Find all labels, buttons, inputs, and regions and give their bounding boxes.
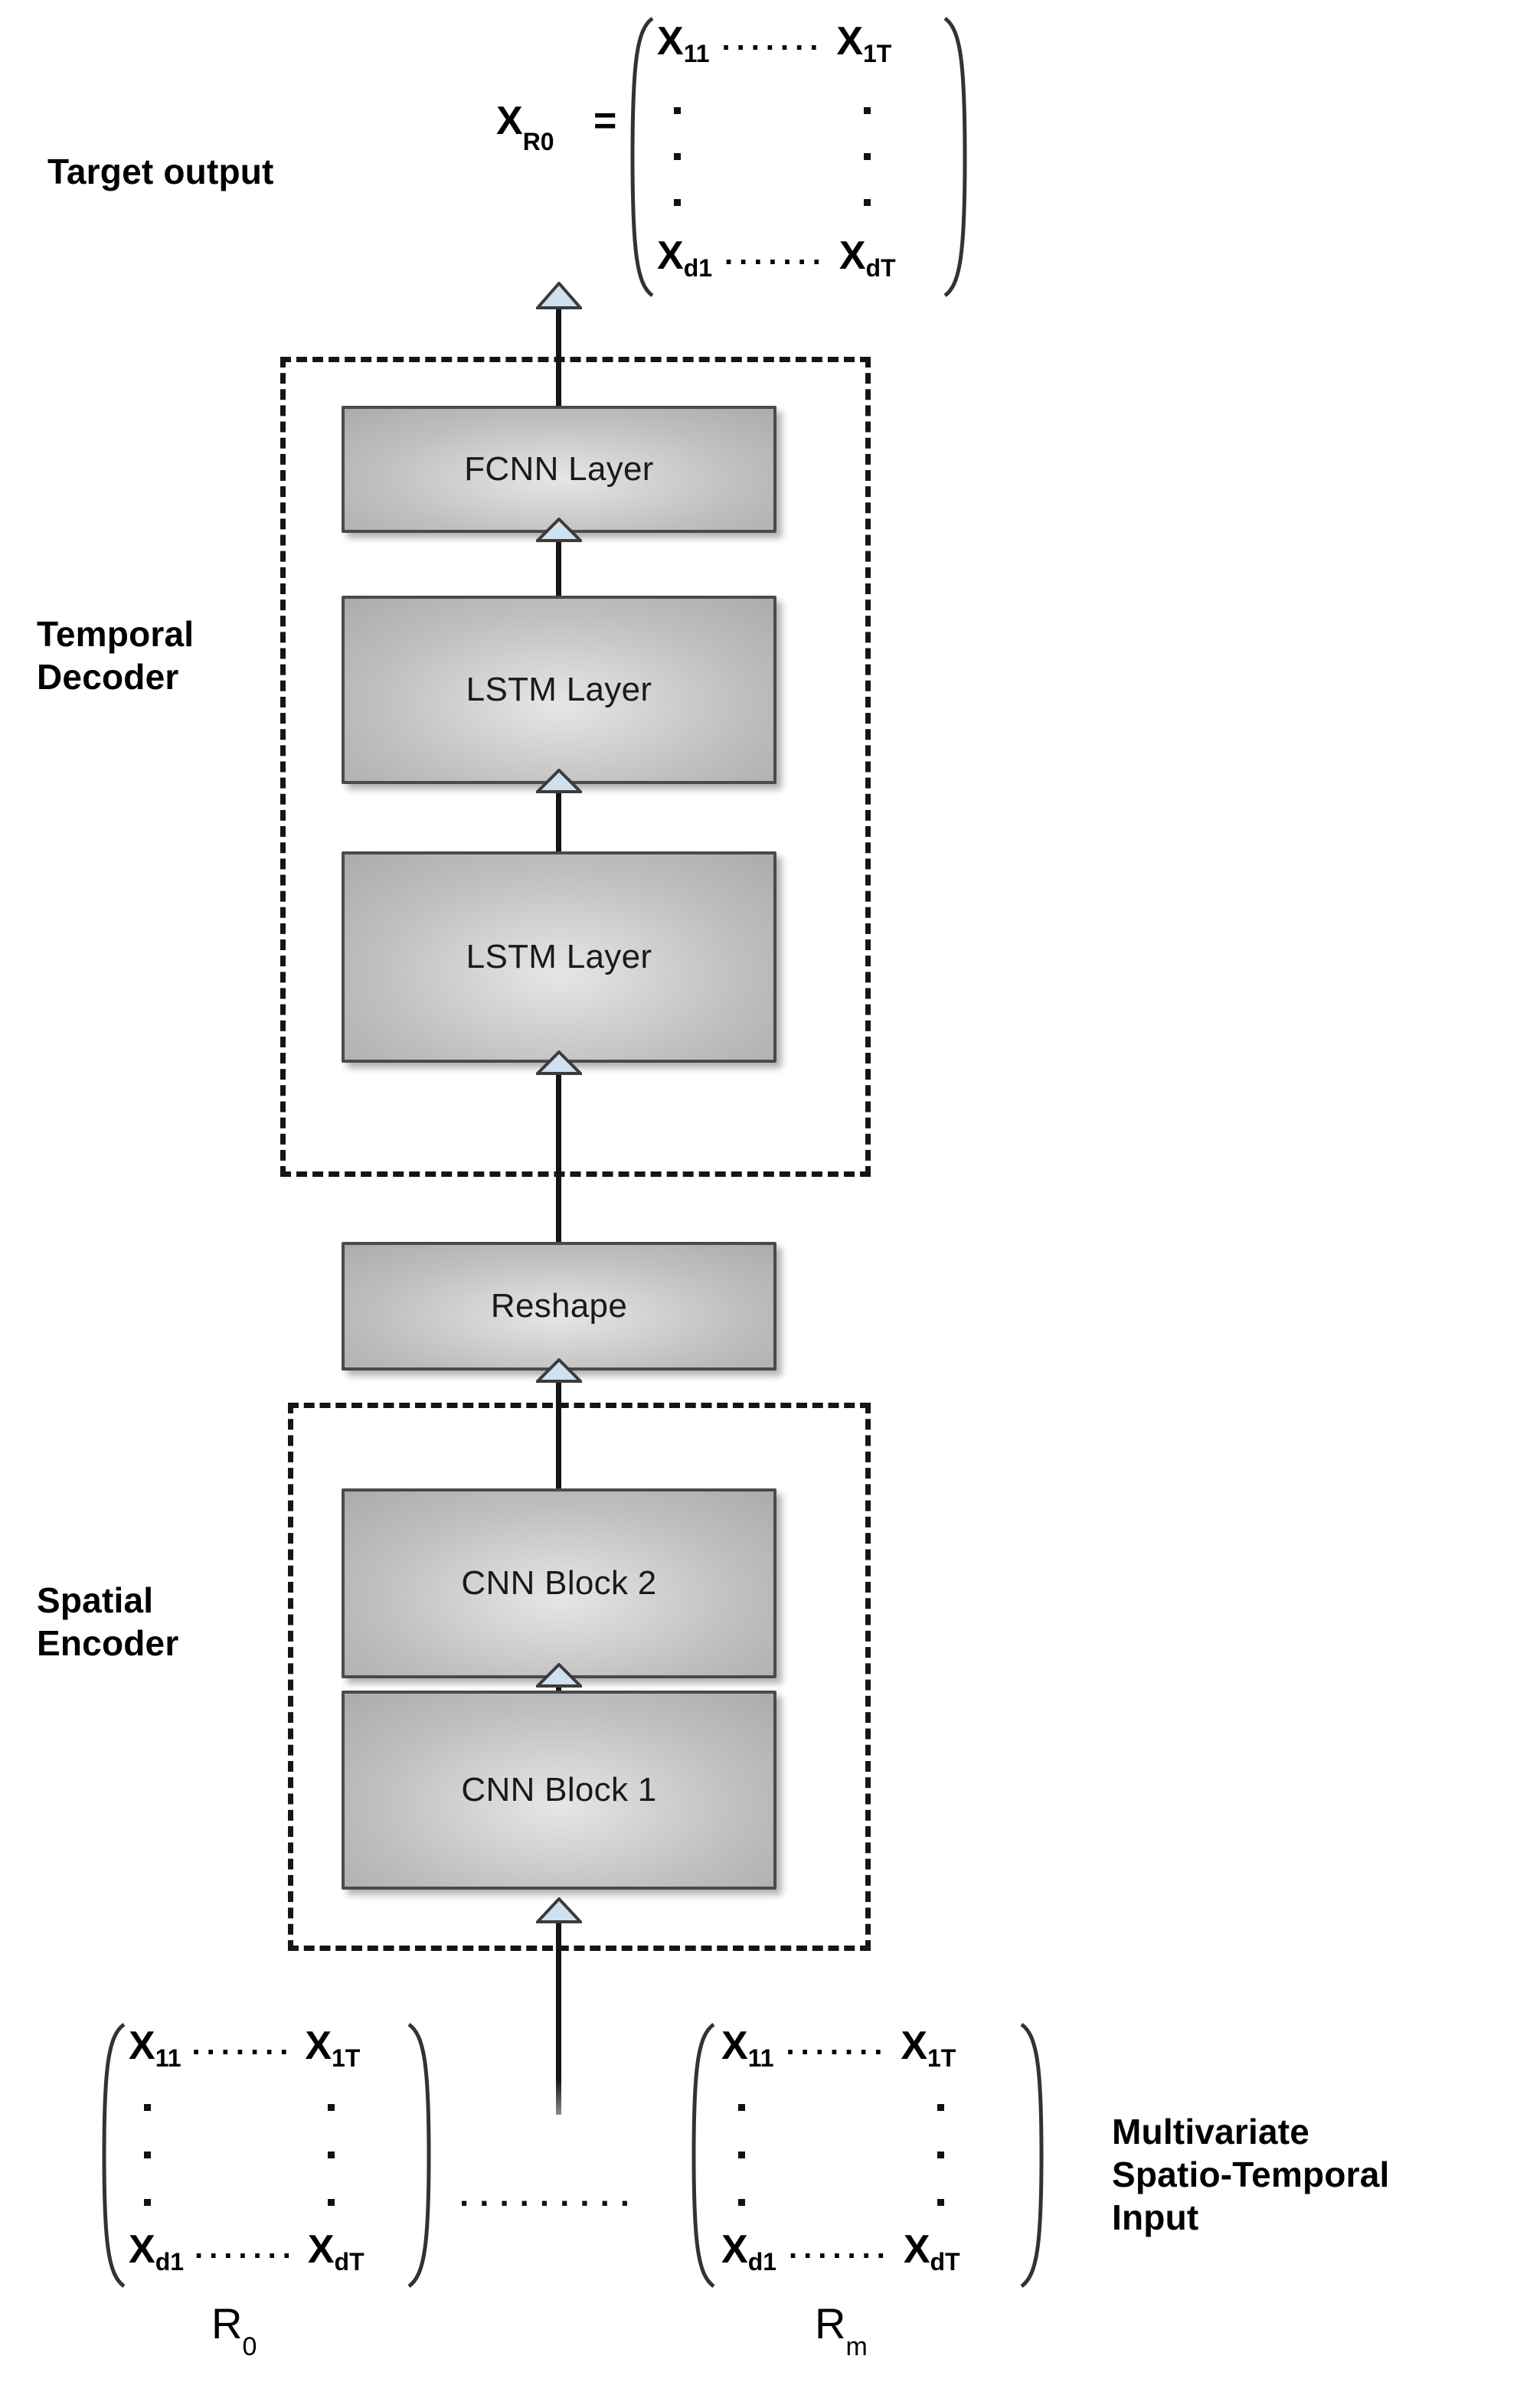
block-cnn-block-1[interactable]: CNN Block 1 <box>342 1691 776 1890</box>
input-matrix-r0: X11 ....... X1T Xd1 ....... XdT <box>98 2021 435 2289</box>
between-matrices-dots: ......... <box>459 2176 641 2214</box>
multivariate-input-label: Multivariate Spatio-Temporal Input <box>1112 2112 1390 2238</box>
matrix-col-dot <box>864 199 871 206</box>
matrix-row-dots-bottom: ....... <box>195 2231 297 2265</box>
matrix-row-dots-bottom: ....... <box>724 237 827 271</box>
matrix-row-dots-top: ....... <box>721 23 825 57</box>
matrix-right-bracket <box>1020 2021 1048 2289</box>
matrix-col-dot <box>738 2104 745 2111</box>
block-lstm-layer-upper[interactable]: LSTM Layer <box>342 596 776 784</box>
block-cnn-block-2-label: CNN Block 2 <box>461 1564 657 1602</box>
block-fcnn-layer-label: FCNN Layer <box>464 450 654 488</box>
arrowhead-lstm2-to-fcnn <box>536 518 582 542</box>
matrix-col-dot <box>144 2152 151 2158</box>
spatial-encoder-label: Spatial Encoder <box>37 1580 179 1664</box>
matrix-cell-bottom-left: Xd1 <box>721 2227 777 2276</box>
input-matrix-rm-caption: Rm <box>815 2299 868 2362</box>
matrix-col-dot <box>328 2152 335 2158</box>
matrix-col-dot <box>738 2199 745 2206</box>
matrix-col-dot <box>937 2199 944 2206</box>
block-cnn-block-1-label: CNN Block 1 <box>461 1771 657 1808</box>
matrix-cell-top-right: X1T <box>836 19 892 67</box>
spatial-encoder-group <box>288 1403 871 1951</box>
matrix-col-dot <box>144 2104 151 2111</box>
matrix-cell-bottom-right: XdT <box>307 2227 365 2276</box>
matrix-row-dots-bottom: ....... <box>789 2231 891 2265</box>
connector-input-to-cnn1 <box>556 1917 561 2115</box>
connector-lstm1-to-lstm2 <box>556 787 561 853</box>
arrowhead-cnn1-to-cnn2 <box>536 1663 582 1688</box>
block-reshape-label: Reshape <box>490 1287 628 1325</box>
matrix-cell-top-right: X1T <box>305 2024 361 2072</box>
matrix-col-dot <box>674 107 681 114</box>
matrix-row-dots-top: ....... <box>191 2027 295 2061</box>
target-output-matrix: X11 ....... X1T Xd1 ....... XdT <box>626 15 971 299</box>
matrix-col-dot <box>674 199 681 206</box>
temporal-decoder-group <box>280 357 871 1177</box>
matrix-col-dot <box>674 153 681 160</box>
output-matrix-subscript: R0 <box>522 128 554 156</box>
matrix-left-bracket <box>688 2021 715 2289</box>
matrix-left-bracket <box>98 2021 126 2289</box>
matrix-col-dot <box>144 2199 151 2206</box>
matrix-col-dot <box>738 2152 745 2158</box>
arrowhead-input-to-cnn1 <box>536 1897 582 1923</box>
arrowhead-lstm1-to-lstm2 <box>536 769 582 793</box>
target-output-label: Target output <box>47 152 274 191</box>
matrix-cell-top-left: X11 <box>657 19 710 67</box>
block-lstm-layer-upper-label: LSTM Layer <box>466 671 652 708</box>
connector-lstm2-to-fcnn <box>556 536 561 597</box>
arrowhead-cnn2-to-reshape <box>536 1358 582 1383</box>
input-matrix-rm: X11 ....... X1T Xd1 ....... XdT <box>688 2021 1048 2289</box>
block-lstm-layer-lower-label: LSTM Layer <box>466 938 652 975</box>
arrowhead-reshape-to-lstm1 <box>536 1050 582 1075</box>
arrowhead-to-output <box>536 282 582 309</box>
matrix-left-bracket <box>626 15 654 299</box>
matrix-col-dot <box>864 107 871 114</box>
output-matrix-symbol: X <box>496 99 523 143</box>
matrix-cell-bottom-left: Xd1 <box>129 2227 185 2276</box>
matrix-right-bracket <box>407 2021 435 2289</box>
matrix-cell-top-right: X1T <box>901 2024 956 2072</box>
matrix-col-dot <box>328 2199 335 2206</box>
matrix-cell-top-left: X11 <box>129 2024 181 2072</box>
output-matrix-name: XR0 <box>496 98 554 155</box>
block-reshape[interactable]: Reshape <box>342 1242 776 1371</box>
matrix-cell-bottom-right: XdT <box>839 234 896 282</box>
matrix-col-dot <box>328 2104 335 2111</box>
block-lstm-layer-lower[interactable]: LSTM Layer <box>342 851 776 1063</box>
connector-cnn2-to-reshape <box>556 1377 561 1490</box>
input-matrix-r0-caption: R0 <box>211 2299 257 2362</box>
matrix-cell-bottom-left: Xd1 <box>657 234 713 282</box>
matrix-col-dot <box>864 153 871 160</box>
matrix-row-dots-top: ....... <box>786 2027 889 2061</box>
matrix-cell-bottom-right: XdT <box>903 2227 960 2276</box>
temporal-decoder-label: Temporal Decoder <box>37 614 195 698</box>
block-fcnn-layer[interactable]: FCNN Layer <box>342 406 776 533</box>
connector-reshape-to-lstm1 <box>556 1069 561 1245</box>
matrix-right-bracket <box>943 15 971 299</box>
equals-sign: = <box>593 99 617 143</box>
block-cnn-block-2[interactable]: CNN Block 2 <box>342 1488 776 1678</box>
matrix-col-dot <box>937 2104 944 2111</box>
matrix-cell-top-left: X11 <box>721 2024 774 2072</box>
matrix-col-dot <box>937 2152 944 2158</box>
